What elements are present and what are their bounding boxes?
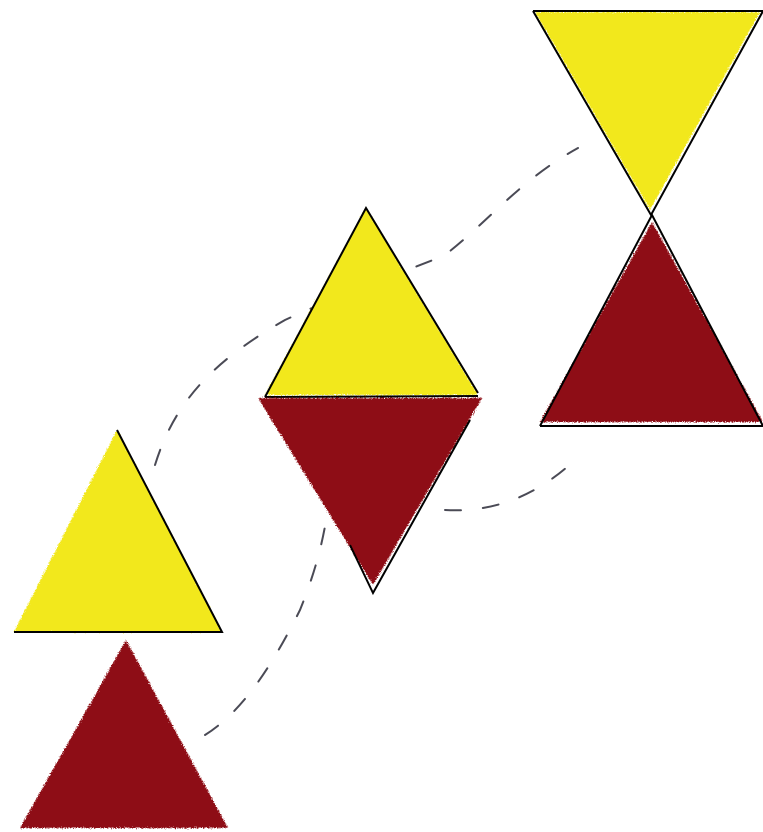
middle-base-line	[265, 396, 478, 397]
